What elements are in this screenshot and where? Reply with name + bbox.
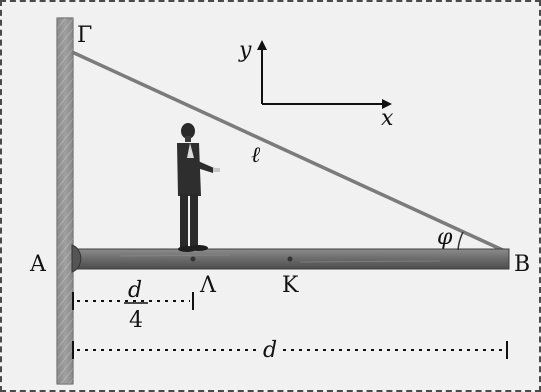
person bbox=[177, 123, 220, 252]
wall bbox=[56, 17, 74, 385]
label-ell: ℓ bbox=[251, 143, 261, 168]
label-gamma: Γ bbox=[77, 23, 92, 48]
label-beta: B bbox=[514, 252, 530, 277]
angle-arc bbox=[457, 231, 464, 251]
label-kappa: K bbox=[282, 273, 299, 298]
cable bbox=[71, 50, 508, 254]
label-phi: φ bbox=[437, 225, 453, 250]
dimension-full bbox=[72, 341, 508, 359]
hinge bbox=[71, 244, 82, 273]
label-lambda: Λ bbox=[199, 273, 217, 298]
label-dim-full: d bbox=[263, 338, 277, 363]
dimension-quarter bbox=[72, 292, 194, 310]
axes bbox=[257, 40, 392, 109]
label-dim-numerator: d bbox=[128, 278, 142, 303]
point-kappa-marker bbox=[287, 256, 293, 262]
label-axis-y: y bbox=[238, 38, 252, 63]
label-dim-denominator: 4 bbox=[129, 308, 143, 333]
label-alpha: A bbox=[29, 252, 47, 277]
point-lambda-marker bbox=[190, 256, 196, 262]
label-axis-x: x bbox=[381, 106, 394, 131]
